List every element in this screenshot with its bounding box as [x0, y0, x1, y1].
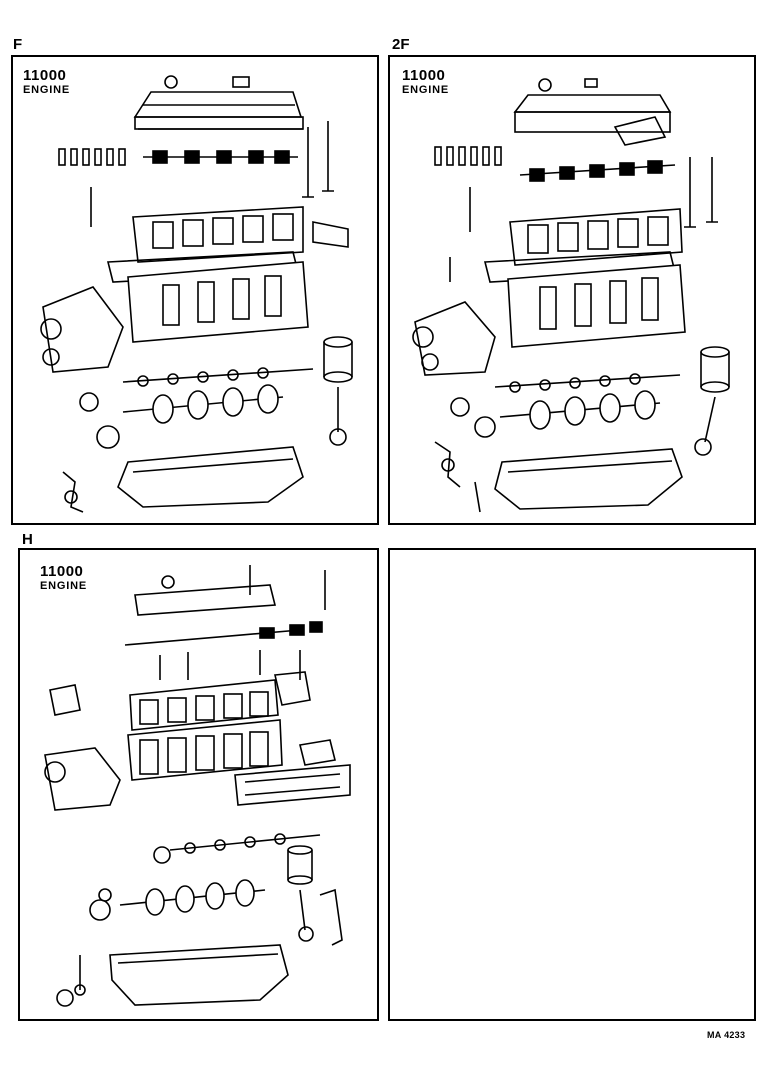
exploded-view-h	[44, 565, 351, 1007]
figure-reference: MA 4233	[707, 1030, 746, 1040]
engine-label-2f: ENGINE	[402, 84, 449, 96]
engine-label-h: ENGINE	[40, 580, 87, 592]
part-code-f: 11000	[23, 67, 67, 84]
panel-f: 11000 ENGINE	[11, 55, 379, 525]
section-label-h: H	[22, 531, 33, 548]
panel-empty	[388, 548, 756, 1021]
section-label-2f: 2F	[392, 36, 410, 53]
section-label-f: F	[13, 36, 23, 53]
part-code-2f: 11000	[402, 67, 446, 84]
exploded-view-2f	[412, 78, 730, 513]
engine-label-f: ENGINE	[23, 84, 70, 96]
panel-h: 11000 ENGINE	[18, 548, 379, 1021]
part-code-h: 11000	[40, 563, 84, 580]
panel-2f: 11000 ENGINE	[388, 55, 756, 525]
exploded-view-f	[40, 75, 353, 513]
